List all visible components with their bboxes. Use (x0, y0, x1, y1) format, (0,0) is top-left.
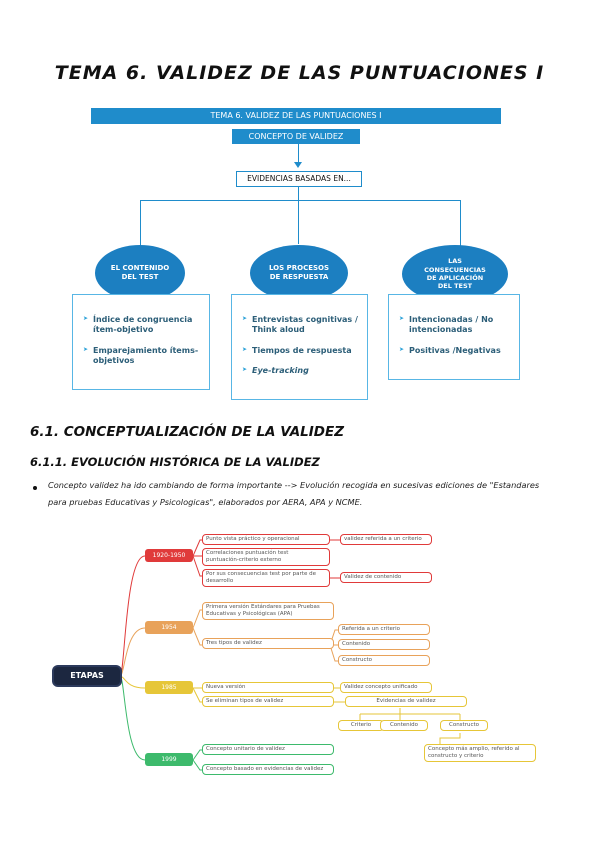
stage-detail: validez referida a un criterio (340, 534, 432, 545)
stages-root: ETAPAS (54, 667, 120, 685)
stage-label: 1985 (145, 681, 193, 694)
page-title: TEMA 6. VALIDEZ DE LAS PUNTUACIONES I (54, 62, 545, 84)
stage-detail: Validez concepto unificado (340, 682, 432, 693)
stage-label: 1954 (145, 621, 193, 634)
stage-detail: Evidencias de validez (345, 696, 467, 707)
stage-detail: Contenido (338, 639, 430, 650)
panel-item: Positivas /Negativas (399, 346, 513, 356)
stage-item: Nueva versión (202, 682, 334, 693)
bubble-consequences: LAS CONSECUENCIAS DE APLICACIÓN DEL TEST (402, 245, 508, 303)
bubble-processes: LOS PROCESOS DE RESPUESTA (250, 245, 348, 301)
panel-item: Índice de congruencia ítem-objetivo (83, 315, 203, 336)
section-heading: 6.1. CONCEPTUALIZACIÓN DE LA VALIDEZ (30, 424, 345, 440)
connector (140, 200, 141, 248)
stage-label: 1999 (145, 753, 193, 766)
panel-item: Entrevistas cognitivas / Think aloud (242, 315, 361, 336)
panel-processes: Entrevistas cognitivas / Think aloud Tie… (231, 294, 368, 400)
connector (298, 186, 299, 244)
panel-consequences: Intencionadas / No intencionadas Positiv… (388, 294, 520, 380)
stage-detail: Constructo (440, 720, 488, 731)
stages-lines (119, 539, 461, 771)
subsection-heading: 6.1.1. EVOLUCIÓN HISTÓRICA DE LA VALIDEZ (30, 455, 320, 469)
stage-detail: Referida a un criterio (338, 624, 430, 635)
stage-item: Por sus consecuencias test por parte de … (202, 569, 330, 587)
bullet-text: Concepto validez ha ido cambiando de for… (48, 480, 540, 507)
stage-detail: Criterio (338, 720, 384, 731)
connector (460, 200, 461, 248)
evidence-box: EVIDENCIAS BASADAS EN... (236, 171, 362, 187)
panel-item: Intencionadas / No intencionadas (399, 315, 513, 336)
stage-label: 1920-1950 (145, 549, 193, 562)
stage-item: Concepto basado en evidencias de validez (202, 764, 334, 775)
stage-item: Concepto unitario de validez (202, 744, 334, 755)
panel-item: Emparejamiento ítems-objetivos (83, 346, 203, 367)
connector (298, 144, 299, 166)
connector (140, 200, 460, 201)
stage-item: Tres tipos de validez (202, 638, 334, 649)
stage-detail: Concepto más amplio, referido al constru… (424, 744, 536, 762)
arrow-down-icon (294, 162, 302, 168)
panel-content: Índice de congruencia ítem-objetivo Empa… (72, 294, 210, 390)
stage-item: Correlaciones puntuación test puntuación… (202, 548, 330, 566)
stage-item: Punto vista práctico y operacional (202, 534, 330, 545)
bullet-dot (33, 486, 37, 490)
stage-detail: Constructo (338, 655, 430, 666)
concept-box: CONCEPTO DE VALIDEZ (232, 129, 360, 144)
concept-map-top-bar: TEMA 6. VALIDEZ DE LAS PUNTUACIONES I (91, 108, 501, 124)
stage-detail: Contenido (380, 720, 428, 731)
stage-detail: Validez de contenido (340, 572, 432, 583)
stage-item: Se eliminan tipos de validez (202, 696, 334, 707)
panel-item: Tiempos de respuesta (242, 346, 361, 356)
panel-item: Eye-tracking (242, 366, 361, 376)
bubble-content: EL CONTENIDO DEL TEST (95, 245, 185, 301)
stage-item: Primera versión Estándares para Pruebas … (202, 602, 334, 620)
